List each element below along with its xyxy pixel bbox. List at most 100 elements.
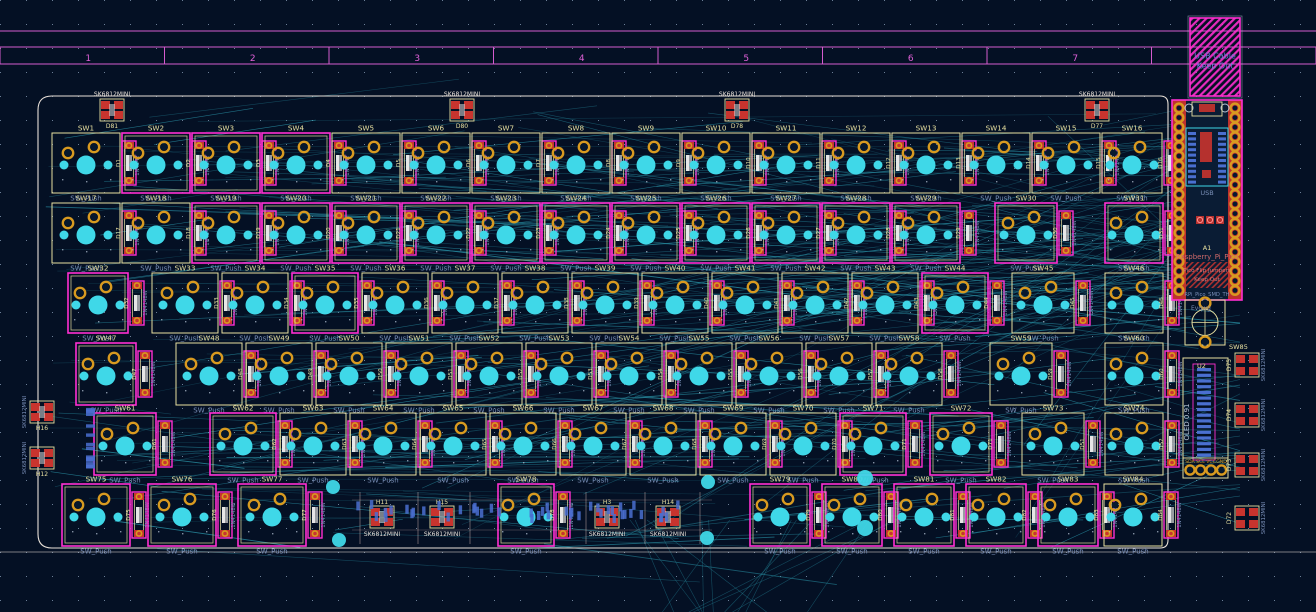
diode-footprint[interactable]: D441N4148W xyxy=(984,280,1009,326)
switch-footprint[interactable]: SW46SW_Push xyxy=(1104,264,1164,343)
led-footprint[interactable]: D73SK6812MINI xyxy=(1226,448,1267,481)
switch-footprint[interactable]: SW67SW_Push xyxy=(559,404,627,485)
switch-footprint[interactable]: SW72SW_Push xyxy=(929,404,993,485)
switch-footprint[interactable]: SW84SW_Push xyxy=(1103,475,1163,556)
diode-footprint[interactable]: D711N4148W xyxy=(902,420,927,468)
switch-footprint[interactable]: SW73SW_Push xyxy=(1021,404,1085,485)
switch-footprint[interactable]: SW36SW_Push xyxy=(361,264,429,343)
switch-footprint[interactable]: SW13SW_Push xyxy=(891,124,961,203)
switch-footprint[interactable]: SW55SW_Push xyxy=(665,334,733,415)
switch-footprint[interactable]: SW59SW_Push xyxy=(989,334,1053,415)
switch-footprint[interactable]: SW54SW_Push xyxy=(595,334,663,415)
diode-footprint[interactable]: D521N4148W xyxy=(1159,420,1184,468)
led-footprint[interactable]: SK6812MINIH12 xyxy=(22,441,55,478)
diode-footprint[interactable]: D761N4148W xyxy=(212,491,237,539)
switch-footprint[interactable]: SW41SW_Push xyxy=(711,264,779,343)
switch-footprint[interactable]: SW57SW_Push xyxy=(805,334,873,415)
diode-footprint[interactable]: D301N4148W xyxy=(1053,210,1078,256)
switch-footprint[interactable]: SW19SW_Push xyxy=(191,194,261,273)
switch-footprint[interactable]: SW47SW_Push xyxy=(75,334,137,415)
diode-footprint[interactable]: D51N4148W xyxy=(396,140,421,186)
switch-footprint[interactable]: SW30SW_Push xyxy=(994,194,1058,273)
diode-footprint[interactable]: D841N4148W xyxy=(1158,491,1183,539)
switch-footprint[interactable]: SW62SW_Push xyxy=(209,404,277,485)
switch-footprint[interactable]: SW43SW_Push xyxy=(851,264,919,343)
switch-footprint[interactable]: SW27SW_Push xyxy=(751,194,821,273)
switch-footprint[interactable]: SW83SW_Push xyxy=(1037,475,1099,556)
switch-footprint[interactable]: SW66SW_Push xyxy=(489,404,557,485)
switch-footprint[interactable]: SW38SW_Push xyxy=(501,264,569,343)
switch-footprint[interactable]: SW70SW_Push xyxy=(769,404,837,485)
switch-footprint[interactable]: SW44SW_Push xyxy=(921,264,989,343)
switch-footprint[interactable]: SW56SW_Push xyxy=(735,334,803,415)
switch-footprint[interactable]: SW7SW_Push xyxy=(471,124,541,203)
switch-footprint[interactable]: SW26SW_Push xyxy=(681,194,751,273)
switch-footprint[interactable]: SW22SW_Push xyxy=(401,194,471,273)
switch-footprint[interactable]: SW35SW_Push xyxy=(291,264,359,343)
led-footprint[interactable]: SK6812MINID78 xyxy=(719,91,755,130)
switch-footprint[interactable]: SW1SW_Push xyxy=(51,124,121,203)
switch-footprint[interactable]: SW37SW_Push xyxy=(431,264,499,343)
switch-footprint[interactable]: SW64SW_Push xyxy=(349,404,417,485)
diode-footprint[interactable]: D471N4148W xyxy=(132,350,157,398)
switch-footprint[interactable]: SW3SW_Push xyxy=(191,124,261,203)
diode-footprint[interactable]: D771N4148W xyxy=(302,491,327,539)
switch-footprint[interactable]: SW58SW_Push xyxy=(875,334,943,415)
switch-footprint[interactable]: SW12SW_Push xyxy=(821,124,891,203)
switch-footprint[interactable]: SW6SW_Push xyxy=(401,124,471,203)
diode-footprint[interactable]: D181N4148W xyxy=(186,210,211,256)
diode-footprint[interactable]: D601N4148W xyxy=(1159,350,1184,398)
switch-footprint[interactable]: SW25SW_Push xyxy=(611,194,681,273)
switch-footprint[interactable]: SW82SW_Push xyxy=(965,475,1027,556)
led-footprint[interactable]: SK6812MINIH11 xyxy=(364,499,400,538)
switch-footprint[interactable]: SW4SW_Push xyxy=(261,124,331,203)
switch-footprint[interactable]: SW31SW_Push xyxy=(1104,194,1164,273)
switch-footprint[interactable]: SW48SW_Push xyxy=(175,334,243,415)
switch-footprint[interactable]: SW15SW_Push xyxy=(1031,124,1101,203)
switch-footprint[interactable]: SW20SW_Push xyxy=(261,194,331,273)
led-footprint[interactable]: SK6812MINIH16 xyxy=(22,395,55,432)
switch-footprint[interactable]: SW17SW_Push xyxy=(51,194,121,273)
switch-footprint[interactable]: SW60SW_Push xyxy=(1104,334,1164,415)
led-footprint[interactable]: SK6812MINID81 xyxy=(94,91,130,130)
switch-footprint[interactable]: SW76SW_Push xyxy=(147,475,217,556)
switch-footprint[interactable]: SW39SW_Push xyxy=(571,264,639,343)
diode-footprint[interactable]: D611N4148W xyxy=(152,420,177,468)
switch-footprint[interactable]: SW5SW_Push xyxy=(331,124,401,203)
switch-footprint[interactable]: SW75SW_Push xyxy=(61,475,131,556)
led-footprint[interactable]: D75SK6812MINI xyxy=(1226,348,1267,381)
diode-footprint[interactable]: D711N4148W xyxy=(988,420,1013,468)
switch-footprint[interactable]: SW52SW_Push xyxy=(455,334,523,415)
led-footprint[interactable]: SK6812MINIH14 xyxy=(650,499,686,538)
led-footprint[interactable]: D72SK6812MINI xyxy=(1226,501,1267,534)
diode-footprint[interactable]: D231N4148W xyxy=(536,210,561,256)
diode-footprint[interactable]: D131N4148W xyxy=(956,140,981,186)
switch-footprint[interactable]: SW53SW_Push xyxy=(525,334,593,415)
diode-footprint[interactable]: D271N4148W xyxy=(816,210,841,256)
switch-footprint[interactable]: SW14SW_Push xyxy=(961,124,1031,203)
diode-footprint[interactable]: D511N4148W xyxy=(1080,420,1105,468)
switch-footprint[interactable]: SW33SW_Push xyxy=(151,264,219,343)
switch-footprint[interactable]: SW49SW_Push xyxy=(245,334,313,415)
switch-footprint[interactable]: SW42SW_Push xyxy=(781,264,849,343)
switch-footprint[interactable]: SW24SW_Push xyxy=(541,194,611,273)
diode-footprint[interactable]: D451N4148W xyxy=(1070,280,1095,326)
switch-footprint[interactable]: SW28SW_Push xyxy=(821,194,891,273)
switch-footprint[interactable]: SW8SW_Push xyxy=(541,124,611,203)
switch-footprint[interactable]: SW74SW_Push xyxy=(1104,404,1164,485)
diode-footprint[interactable]: D321N4148W xyxy=(124,280,149,326)
led-footprint[interactable]: SK6812MINIH15 xyxy=(424,499,460,538)
switch-footprint[interactable]: SW18SW_Push xyxy=(121,194,191,273)
switch-footprint[interactable]: SW63SW_Push xyxy=(279,404,347,485)
switch-footprint[interactable]: SW80SW_Push xyxy=(821,475,883,556)
switch-footprint[interactable]: SW71SW_Push xyxy=(839,404,907,485)
switch-footprint[interactable]: SW23SW_Push xyxy=(471,194,541,273)
diode-footprint[interactable]: D591N4148W xyxy=(1048,350,1073,398)
switch-footprint[interactable]: SW9SW_Push xyxy=(611,124,681,203)
